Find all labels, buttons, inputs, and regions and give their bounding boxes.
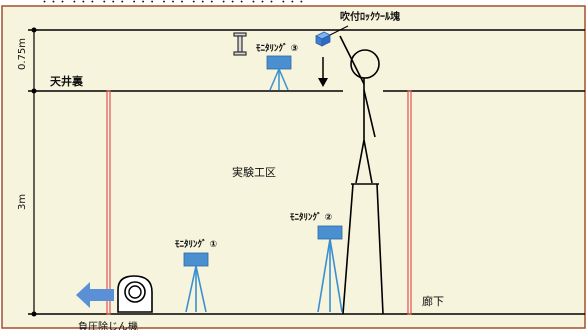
fall-arrow-head bbox=[318, 78, 328, 87]
exhaust-arrow-icon bbox=[76, 282, 114, 308]
block-label: 吹付ﾛｯｸｳｰﾙ塊 bbox=[340, 10, 400, 23]
dim-main-label: 3m bbox=[17, 194, 28, 210]
pillar-left bbox=[106, 90, 111, 315]
dimension-dot bbox=[31, 88, 37, 94]
worker-figure bbox=[339, 35, 380, 184]
ceiling-label: 天井裏 bbox=[50, 74, 84, 88]
dust-collector-label: 負圧除じん機 bbox=[78, 320, 138, 330]
i-beam-icon bbox=[233, 32, 247, 56]
pillar-right bbox=[407, 90, 412, 315]
dimension-dot bbox=[31, 311, 37, 317]
dimension-dot bbox=[31, 27, 37, 33]
monitor-2-device bbox=[317, 225, 343, 313]
rockwool-block-icon bbox=[315, 31, 331, 47]
work-stand bbox=[342, 183, 384, 315]
corridor-label: 廊下 bbox=[422, 294, 444, 308]
dim-top-label: 0.75m bbox=[17, 38, 28, 70]
dust-collector-icon bbox=[117, 275, 153, 313]
block-leader-line bbox=[329, 25, 349, 36]
monitor-3-label: ﾓﾆﾀﾘﾝｸﾞ ③ bbox=[256, 42, 298, 54]
zone-label: 実験工区 bbox=[232, 165, 276, 179]
monitor-1-device bbox=[183, 252, 209, 313]
panel-frame bbox=[1, 5, 586, 329]
monitor-3-device bbox=[266, 55, 292, 91]
top-caption: ・・・ ・・・ ・・・ ・・・ ・・・ ・・・ ・・・ ・・・ ・・・ bbox=[40, 0, 306, 8]
monitor-2-label: ﾓﾆﾀﾘﾝｸﾞ ② bbox=[290, 211, 332, 223]
monitor-1-label: ﾓﾆﾀﾘﾝｸﾞ ① bbox=[175, 238, 217, 250]
